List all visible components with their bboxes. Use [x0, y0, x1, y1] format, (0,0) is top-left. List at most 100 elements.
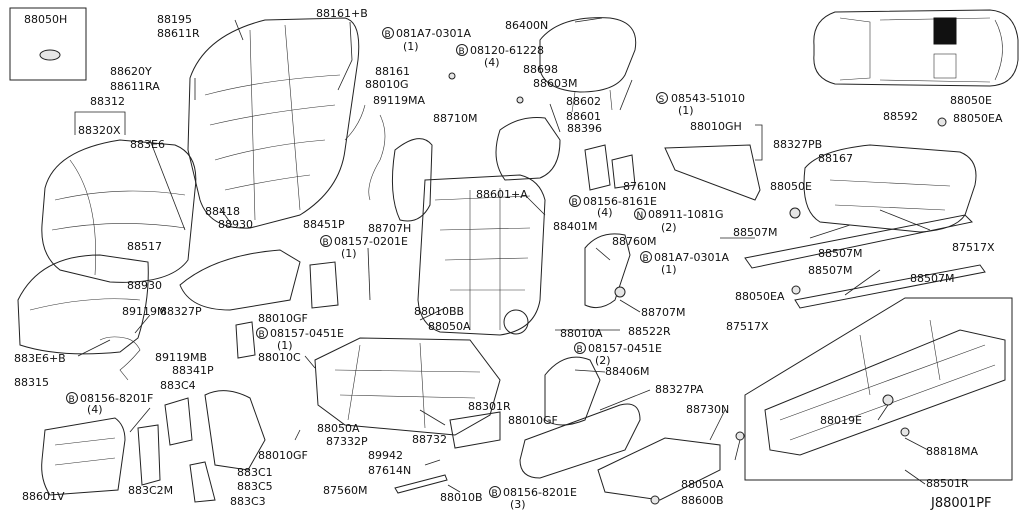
seat-position-marker: [933, 17, 957, 45]
label-883c1: 883C1: [237, 466, 273, 479]
bolt-icon: [516, 96, 524, 104]
label-88050a-b: 88050A: [317, 422, 360, 435]
marker-letter-3: S: [659, 95, 665, 105]
label-081a7-0301a-top: 081A7-0301A: [396, 27, 471, 40]
label-081a7-0301a-mid: 081A7-0301A: [654, 251, 729, 264]
label-88451p: 88451P: [303, 218, 345, 231]
label-88315: 88315: [14, 376, 49, 389]
marker-letter-2: B: [459, 47, 465, 57]
label-88010b: 88010B: [440, 491, 483, 504]
label-88010gf-a: 88010GF: [258, 312, 308, 325]
cover-88451p-shape: [309, 261, 339, 309]
label-08157-0451e-left-qty: (1): [277, 339, 293, 352]
cushion-frame-shape: [314, 337, 501, 436]
label-08157-0201e: 08157-0201E: [334, 235, 408, 248]
label-08911-1081g: 08911-1081G: [648, 208, 723, 221]
marker-circle-3: [656, 92, 668, 104]
marker-letter-10: B: [69, 395, 75, 405]
bolt-icon: [900, 427, 910, 437]
label-88019e: 88019E: [820, 414, 862, 427]
label-88050ea-mid: 88050EA: [735, 290, 785, 303]
label-88522r: 88522R: [628, 325, 671, 338]
rail-88507m-b-shape: [794, 264, 986, 309]
leader-lines: [74, 17, 931, 493]
label-88611ra: 88611RA: [110, 80, 160, 93]
label-88600b: 88600B: [681, 494, 724, 507]
trim-88327pa-shape: [519, 403, 641, 479]
label-88050e-mid: 88050E: [770, 180, 812, 193]
label-88050a-a: 88050A: [428, 320, 471, 333]
track-assembly-box: [744, 297, 1013, 481]
label-88707h: 88707H: [368, 222, 411, 235]
label-88406m: 88406M: [605, 365, 649, 378]
track-assembly-shape: [764, 329, 1006, 456]
label-883c5: 883C5: [237, 480, 273, 493]
bolt-icon: [791, 285, 801, 295]
cushion-pan-88167-shape: [803, 144, 977, 233]
label-88050a-c: 88050A: [681, 478, 724, 491]
marker-circle-5: [634, 208, 646, 220]
rail-88507m-a-shape: [744, 214, 974, 269]
clip-88050h-shape: [39, 49, 61, 61]
bolt-icon: [614, 286, 626, 298]
label-08156-8201e-qty: (3): [510, 498, 526, 511]
label-08911-1081g-qty: (2): [661, 221, 677, 234]
label-883c3: 883C3: [230, 495, 266, 508]
marker-circle-2: [456, 44, 468, 56]
bolt-icon: [735, 431, 745, 441]
label-88010gh: 88010GH: [690, 120, 742, 133]
label-88698: 88698: [523, 63, 558, 76]
marker-letter-7: B: [643, 254, 649, 264]
label-88161: 88161: [375, 65, 410, 78]
label-87610n: 87610N: [623, 180, 666, 193]
label-88707m: 88707M: [641, 306, 685, 319]
cover-883c2m-shape: [137, 424, 161, 486]
marker-letter-5: N: [637, 211, 644, 221]
bolt-icon: [650, 495, 660, 505]
cover-88301r-shape: [449, 411, 501, 449]
marker-letter-4: B: [572, 198, 578, 208]
marker-letter-8: B: [259, 330, 265, 340]
marker-letter-9: B: [577, 345, 583, 355]
label-883c4: 883C4: [160, 379, 196, 392]
case-88601v-shape: [41, 417, 126, 496]
label-88312: 88312: [90, 95, 125, 108]
label-88732: 88732: [412, 433, 447, 446]
label-89942: 89942: [368, 449, 403, 462]
label-88396: 88396: [567, 122, 602, 135]
label-08157-0201e-qty: (1): [341, 247, 357, 260]
label-88010gf-c: 88010GF: [258, 449, 308, 462]
label-88592: 88592: [883, 110, 918, 123]
label-89119m: 89119M: [122, 305, 166, 318]
label-08120-61228: 08120-61228: [470, 44, 544, 57]
label-08156-8201f-qty: (4): [87, 403, 103, 416]
trim-88327p-shape: [179, 249, 301, 311]
tray-88730n-shape: [597, 437, 721, 501]
label-86400n: 86400N: [505, 19, 548, 32]
label-88401m: 88401M: [553, 220, 597, 233]
cover-883c3-shape: [189, 461, 216, 503]
marker-circle-10: [66, 392, 78, 404]
cushion-pad-shape: [17, 254, 149, 355]
label-88730n: 88730N: [686, 403, 729, 416]
side-cover-88406m-shape: [544, 356, 601, 426]
label-88050ea-top: 88050EA: [953, 112, 1003, 125]
label-88603m: 88603M: [533, 77, 577, 90]
inset-box-88050h: [9, 7, 87, 81]
cover-883c4-shape: [164, 397, 193, 446]
label-88507m-a: 88507M: [733, 226, 777, 239]
label-88327p: 88327P: [160, 305, 202, 318]
trim-88327pb-shape: [664, 144, 761, 201]
label-08156-8161e-qty: (4): [597, 206, 613, 219]
seatback-side-cover-shape: [391, 138, 433, 222]
label-88010bb: 88010BB: [414, 305, 464, 318]
label-89119mb: 89119MB: [155, 351, 207, 364]
cover-883c1-shape: [204, 390, 266, 471]
bolt-icons: [448, 72, 947, 505]
label-87517x-mid: 87517X: [726, 320, 769, 333]
knob-88396-shape: [611, 154, 636, 189]
marker-circle-7: [640, 251, 652, 263]
label-88507m-d: 88507M: [910, 272, 954, 285]
label-88501r: 88501R: [926, 477, 969, 490]
